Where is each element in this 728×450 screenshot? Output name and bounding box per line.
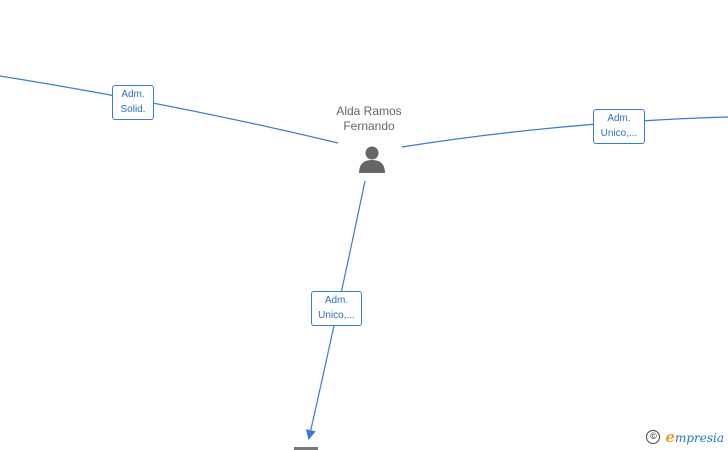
brand-logo-initial: e bbox=[665, 428, 675, 446]
relation-label-line1: Adm. bbox=[607, 113, 631, 124]
person-name-line1: Alda Ramos bbox=[336, 104, 402, 118]
relation-label-adm-unico-right[interactable]: Adm. Unico,... bbox=[593, 109, 645, 144]
edge-right bbox=[401, 116, 728, 148]
person-name-line2: Fernando bbox=[343, 119, 395, 133]
company-node-icon[interactable] bbox=[294, 447, 318, 450]
relation-label-line1: Adm. bbox=[324, 295, 349, 306]
relation-label-line2: Unico,... bbox=[318, 310, 355, 321]
relation-label-adm-unico-bottom[interactable]: Adm. Unico,... bbox=[311, 291, 362, 326]
relation-label-adm-solid[interactable]: Adm. Solid. bbox=[112, 85, 154, 120]
copyright-icon: © bbox=[646, 430, 661, 444]
edge-left bbox=[0, 75, 339, 144]
relation-label-line2: Solid. bbox=[120, 104, 146, 115]
brand-logo: empresia bbox=[665, 428, 724, 446]
relation-label-line1: Adm. bbox=[121, 89, 145, 100]
person-name[interactable]: Alda Ramos Fernando bbox=[319, 104, 419, 134]
empresia-watermark: © empresia bbox=[646, 428, 724, 446]
relation-label-line2: Unico,... bbox=[600, 128, 638, 139]
brand-logo-rest: mpresia bbox=[674, 431, 724, 445]
person-icon[interactable] bbox=[357, 144, 387, 174]
